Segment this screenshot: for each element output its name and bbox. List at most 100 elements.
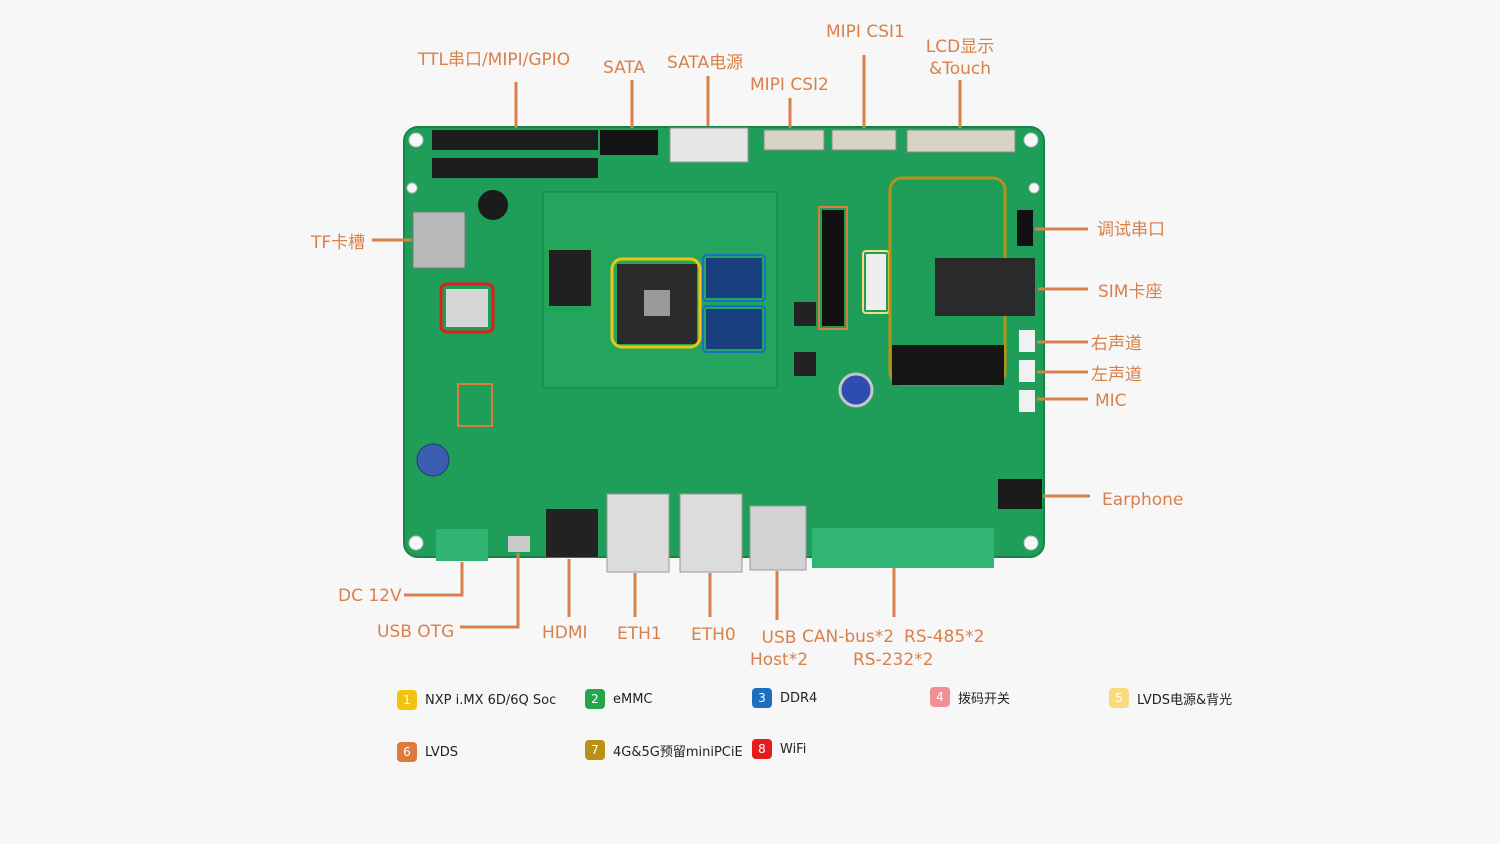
ddr-highlight	[702, 254, 766, 302]
soc-die	[644, 290, 670, 316]
usb-host-ports	[749, 505, 807, 571]
legend-label: eMMC	[613, 691, 653, 707]
soc-highlight	[610, 257, 702, 349]
emmc-highlight	[544, 245, 596, 311]
legend-label: WiFi	[780, 741, 807, 757]
callout-usb-host-line1: USB	[761, 628, 797, 648]
callout-usb-host: USB Host*2	[748, 627, 810, 671]
lvds-header	[822, 210, 844, 326]
callout-sim: SIM卡座	[1098, 282, 1163, 302]
lcd-touch-connector	[906, 129, 1016, 153]
mic-connector	[1019, 390, 1035, 412]
wifi-highlight	[439, 282, 495, 334]
mounting-hole	[406, 182, 418, 194]
earphone-jack	[998, 479, 1042, 509]
callout-eth1: ETH1	[617, 624, 662, 644]
debug-header	[1017, 210, 1033, 246]
legend-item: 1 NXP i.MX 6D/6Q Soc	[397, 690, 556, 710]
callout-usb-host-line2: Host*2	[749, 650, 809, 670]
sata-connector	[600, 130, 658, 155]
can-rs-terminal-block	[812, 528, 994, 568]
legend-badge: 5	[1109, 688, 1129, 708]
callout-usb-otg: USB OTG	[377, 622, 455, 642]
minipcie-slot	[892, 345, 1004, 385]
legend-item: 7 4G&5G预留miniPCiE	[585, 740, 743, 760]
emmc-chip	[549, 250, 591, 306]
ddr-chip	[706, 309, 762, 349]
callout-rs232: RS-232*2	[853, 650, 934, 670]
callout-sata-power: SATA电源	[667, 53, 744, 73]
callout-hdmi: HDMI	[542, 623, 588, 643]
ddr-highlight	[702, 305, 766, 353]
callout-lcd-line2: &Touch	[928, 59, 992, 79]
legend-badge: 6	[397, 742, 417, 762]
legend-badge: 8	[752, 739, 772, 759]
gpio-header	[432, 130, 598, 150]
callout-sata: SATA	[603, 58, 646, 78]
callout-can: CAN-bus*2	[802, 627, 895, 647]
legend-badge: 1	[397, 690, 417, 710]
mounting-hole	[1023, 132, 1039, 148]
wifi-module	[446, 289, 488, 327]
legend-item: 3 DDR4	[752, 688, 817, 708]
callout-eth0: ETH0	[691, 625, 736, 645]
coin-cell	[838, 372, 874, 408]
eth0-port	[679, 493, 743, 573]
lvds-power-connector	[866, 254, 886, 310]
legend-item: 5 LVDS电源&背光	[1109, 688, 1232, 708]
callout-right-channel: 右声道	[1091, 334, 1142, 354]
callout-mic: MIC	[1095, 391, 1127, 411]
mounting-hole	[408, 535, 424, 551]
usb-otg-port	[508, 536, 530, 552]
leader-lines	[372, 55, 1090, 629]
legend-badge: 7	[585, 740, 605, 760]
dip-switch	[794, 302, 816, 326]
callout-mipi-csi2: MIPI CSI2	[750, 75, 829, 95]
callout-dc: DC 12V	[338, 586, 402, 606]
legend-badge: 4	[930, 687, 950, 707]
legend-label: NXP i.MX 6D/6Q Soc	[425, 692, 557, 708]
callout-rs485: RS-485*2	[904, 627, 985, 647]
legend-label: LVDS电源&背光	[1137, 692, 1233, 708]
mounting-hole	[1023, 535, 1039, 551]
mounting-hole	[408, 132, 424, 148]
lvds-header-highlight	[818, 206, 848, 330]
mipi-csi1-connector	[831, 129, 897, 151]
mounting-hole	[1028, 182, 1040, 194]
gpio-header	[432, 158, 598, 178]
sim-slot	[935, 258, 1035, 316]
legend-item: 6 LVDS	[397, 742, 458, 762]
sata-power-connector	[669, 127, 749, 163]
dip-switch	[794, 352, 816, 376]
callout-earphone: Earphone	[1102, 490, 1184, 510]
mipi-csi2-connector	[763, 129, 825, 151]
hdmi-port	[546, 509, 598, 557]
legend-item: 8 WiFi	[752, 739, 806, 759]
eth1-port	[606, 493, 670, 573]
callout-ttl: TTL串口/MIPI/GPIO	[418, 50, 571, 70]
callout-lcd-touch: LCD显示 &Touch	[918, 36, 1002, 80]
legend-label: LVDS	[425, 744, 458, 760]
callout-tf: TF卡槽	[311, 233, 366, 253]
legend-label: 拨码开关	[958, 691, 1011, 707]
legend-item: 4 拨码开关	[930, 687, 1010, 707]
buzzer	[478, 190, 508, 220]
callout-mipi-csi1: MIPI CSI1	[826, 22, 905, 42]
legend-label: 4G&5G预留miniPCiE	[613, 744, 743, 760]
tf-card-slot	[412, 211, 466, 269]
callout-lcd-line1: LCD显示	[925, 37, 995, 57]
legend-badge: 2	[585, 689, 605, 709]
legend-label: DDR4	[780, 690, 818, 706]
left-audio-connector	[1019, 360, 1035, 382]
capacitor	[416, 443, 450, 477]
right-audio-connector	[1019, 330, 1035, 352]
callout-left-channel: 左声道	[1091, 365, 1142, 385]
legend-item: 2 eMMC	[585, 689, 653, 709]
dc-jack	[436, 529, 488, 561]
legend-badge: 3	[752, 688, 772, 708]
ddr-chip	[706, 258, 762, 298]
lvds-area	[457, 383, 493, 427]
callout-debug-serial: 调试串口	[1097, 220, 1165, 240]
